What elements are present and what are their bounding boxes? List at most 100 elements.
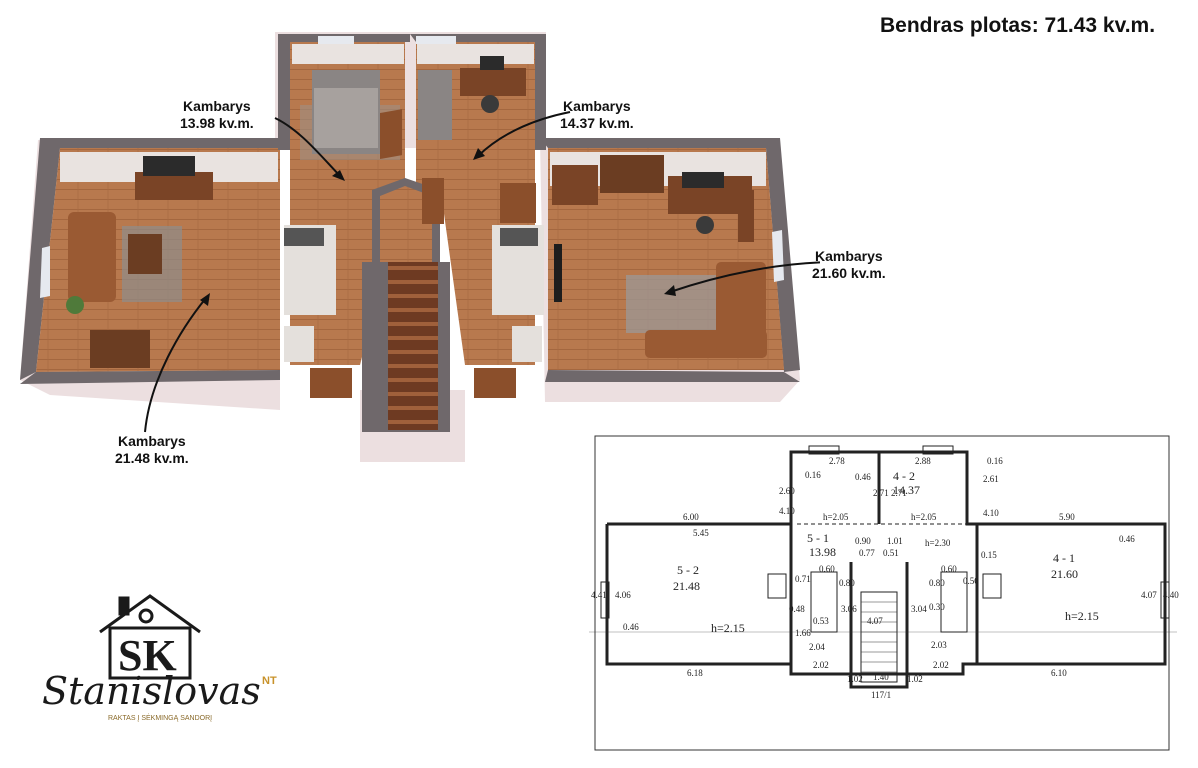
stair-height: h=2.30 (925, 538, 951, 548)
svg-text:2.04: 2.04 (809, 642, 825, 652)
room-id-4-2: 4 - 2 (893, 469, 915, 483)
svg-text:0.71: 0.71 (795, 574, 811, 584)
room-height-5-1: h=2.05 (823, 512, 849, 522)
svg-text:3.04: 3.04 (911, 604, 927, 614)
svg-text:4.41: 4.41 (591, 590, 607, 600)
svg-text:2.78: 2.78 (829, 456, 845, 466)
svg-text:6.00: 6.00 (683, 512, 699, 522)
room-right-3d (540, 138, 800, 382)
room-id-4-1: 4 - 1 (1053, 551, 1075, 565)
logo-name: Stanislovas (42, 669, 261, 713)
svg-text:1.02: 1.02 (907, 674, 923, 684)
svg-text:1.66: 1.66 (795, 628, 811, 638)
room-height-4-2: h=2.05 (911, 512, 937, 522)
rug-right (626, 275, 722, 333)
company-logo: SK Stanislovas NT RAKTAS Į SĖKMINGĄ SAND… (42, 594, 277, 722)
svg-text:0.16: 0.16 (805, 470, 821, 480)
svg-text:0.30: 0.30 (929, 602, 945, 612)
door-right (474, 368, 516, 398)
svg-text:1.02: 1.02 (847, 674, 863, 684)
window-right (772, 230, 784, 282)
svg-text:2.71: 2.71 (891, 488, 907, 498)
window-left (40, 246, 50, 298)
svg-text:6.10: 6.10 (1051, 668, 1067, 678)
sink-left (284, 326, 314, 362)
svg-text:1.40: 1.40 (873, 672, 889, 682)
label-arrows (144, 111, 820, 433)
svg-text:0.48: 0.48 (789, 604, 805, 614)
room-area-5-2: 21.48 (673, 579, 700, 593)
room-id-5-2: 5 - 2 (677, 563, 699, 577)
svg-text:4.06: 4.06 (615, 590, 631, 600)
room-area-4-1: 21.60 (1051, 567, 1078, 581)
svg-text:0.50: 0.50 (963, 576, 979, 586)
plan-walls (605, 450, 1167, 689)
svg-text:4.10: 4.10 (983, 508, 999, 518)
house-icon (99, 594, 201, 680)
room-height-5-2: h=2.15 (711, 621, 745, 635)
monitors (682, 172, 724, 188)
room-height-4-1: h=2.15 (1065, 609, 1099, 623)
plan-dimensions: 2.78 2.88 6.00 5.90 5.45 6.18 6.10 4.41 … (591, 456, 1179, 700)
sink-right (512, 326, 542, 362)
plan-3d-illustration (20, 32, 820, 462)
svg-text:0.53: 0.53 (813, 616, 829, 626)
sofa-left (68, 212, 116, 302)
dresser (552, 165, 598, 205)
floor-plan-2d: 5 - 2 21.48 h=2.15 5 - 1 13.98 h=2.05 4 … (589, 435, 1179, 751)
svg-text:2.88: 2.88 (915, 456, 931, 466)
svg-text:4.10: 4.10 (779, 506, 795, 516)
desk-upper (460, 68, 526, 96)
arrow-heads (200, 148, 676, 306)
svg-text:0.60: 0.60 (941, 564, 957, 574)
logo-tag: NT (262, 675, 277, 687)
svg-text:2.02: 2.02 (813, 660, 829, 670)
svg-text:1.01: 1.01 (887, 536, 903, 546)
logo-mark: SK (118, 631, 177, 680)
tv-cabinet (135, 172, 213, 200)
door-left (310, 368, 352, 398)
svg-text:2.03: 2.03 (931, 640, 947, 650)
bookshelf (600, 155, 664, 193)
staircase-3d (362, 109, 450, 432)
svg-text:2.71: 2.71 (873, 488, 889, 498)
room-id-5-1: 5 - 1 (807, 531, 829, 545)
svg-text:4.07: 4.07 (867, 616, 883, 626)
svg-text:5.45: 5.45 (693, 528, 709, 538)
sheet-border (594, 435, 1170, 751)
svg-text:2.60: 2.60 (779, 486, 795, 496)
svg-text:0.46: 0.46 (623, 622, 639, 632)
svg-text:0.16: 0.16 (987, 456, 1003, 466)
tv (143, 156, 195, 176)
svg-text:3.06: 3.06 (841, 604, 857, 614)
svg-text:0.60: 0.60 (819, 564, 835, 574)
svg-text:0.77: 0.77 (859, 548, 875, 558)
svg-text:2.02: 2.02 (933, 660, 949, 670)
svg-text:4.07: 4.07 (1141, 590, 1157, 600)
svg-text:2.61: 2.61 (983, 474, 999, 484)
svg-text:0.46: 0.46 (855, 472, 871, 482)
svg-text:6.18: 6.18 (687, 668, 703, 678)
dining-table (90, 330, 150, 368)
svg-text:0.15: 0.15 (981, 550, 997, 560)
tv-right (554, 244, 562, 302)
svg-text:4.40: 4.40 (1163, 590, 1179, 600)
svg-text:0.80: 0.80 (839, 578, 855, 588)
room-area-5-1: 13.98 (809, 545, 836, 559)
coffee-table (128, 234, 162, 274)
svg-text:0.90: 0.90 (855, 536, 871, 546)
room-upper-right-3d (410, 34, 546, 398)
svg-text:0.46: 0.46 (1119, 534, 1135, 544)
svg-text:0.80: 0.80 (929, 578, 945, 588)
room-left-3d (20, 138, 280, 384)
logo-slogan: RAKTAS Į SĖKMINGĄ SANDORĮ (108, 713, 212, 722)
svg-text:117/1: 117/1 (871, 690, 891, 700)
svg-text:5.90: 5.90 (1059, 512, 1075, 522)
svg-text:0.51: 0.51 (883, 548, 899, 558)
room-area-4-2: 14.37 (893, 483, 920, 497)
plant (66, 296, 84, 314)
